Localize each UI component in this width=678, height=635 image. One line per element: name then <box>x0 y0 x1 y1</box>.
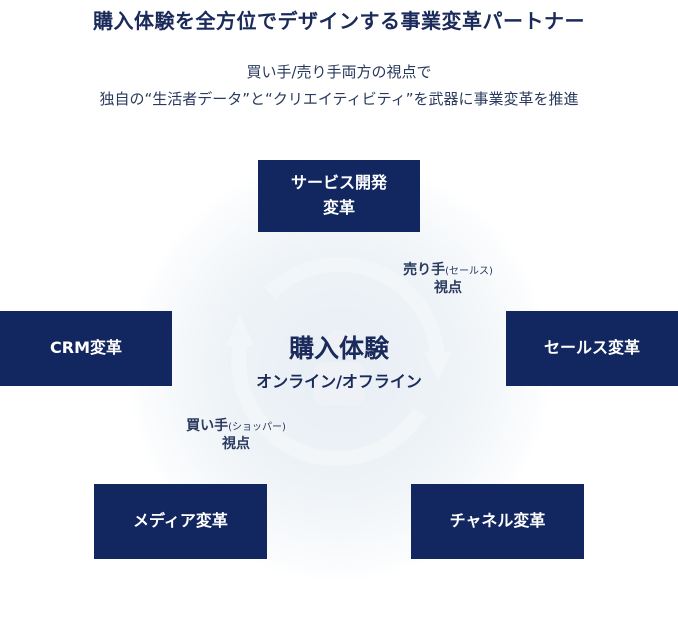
buyer-paren: (ショッパー) <box>228 422 286 433</box>
center-title: 購入体験 <box>288 334 389 363</box>
upper-arrowhead <box>425 352 451 382</box>
subtitle-line-1: 買い手/売り手両方の視点で <box>246 63 432 81</box>
seller-paren: (セールス) <box>445 266 493 277</box>
lower-arrowhead <box>226 314 254 346</box>
channel-box-label: チャネル変革 <box>449 511 546 531</box>
center-subtitle: オンライン/オフライン <box>256 372 422 391</box>
seller-line2: 視点 <box>434 279 462 296</box>
buyer-main: 買い手 <box>186 418 229 434</box>
media-box: メディア変革 <box>94 484 267 559</box>
media-box-label: メディア変革 <box>133 511 228 531</box>
crm-box-label: CRM変革 <box>50 338 122 358</box>
service-box-line1: サービス開発 <box>290 173 387 193</box>
lower-cycle-arrow <box>231 342 427 467</box>
subtitle-line-2: 独自の“生活者データ”と“クリエイティビティ”を武器に事業変革を推進 <box>99 90 579 108</box>
service-development-box: サービス開発 変革 <box>258 160 420 232</box>
page-title: 購入体験を全方位でデザインする事業変革パートナー <box>93 9 585 33</box>
seller-main: 売り手 <box>403 262 446 278</box>
service-box-line2: 変革 <box>322 198 355 217</box>
buyer-viewpoint-label: 買い手(ショッパー) 視点 <box>161 418 311 453</box>
upper-cycle-arrow <box>264 256 445 356</box>
seller-viewpoint-label: 売り手(セールス) 視点 <box>378 262 518 297</box>
sales-box: セールス変革 <box>506 311 678 386</box>
crm-box: CRM変革 <box>0 311 172 386</box>
channel-box: チャネル変革 <box>411 484 584 559</box>
buyer-line2: 視点 <box>222 435 250 452</box>
sales-box-label: セールス変革 <box>543 338 640 358</box>
person-silhouette-icon <box>313 330 365 406</box>
